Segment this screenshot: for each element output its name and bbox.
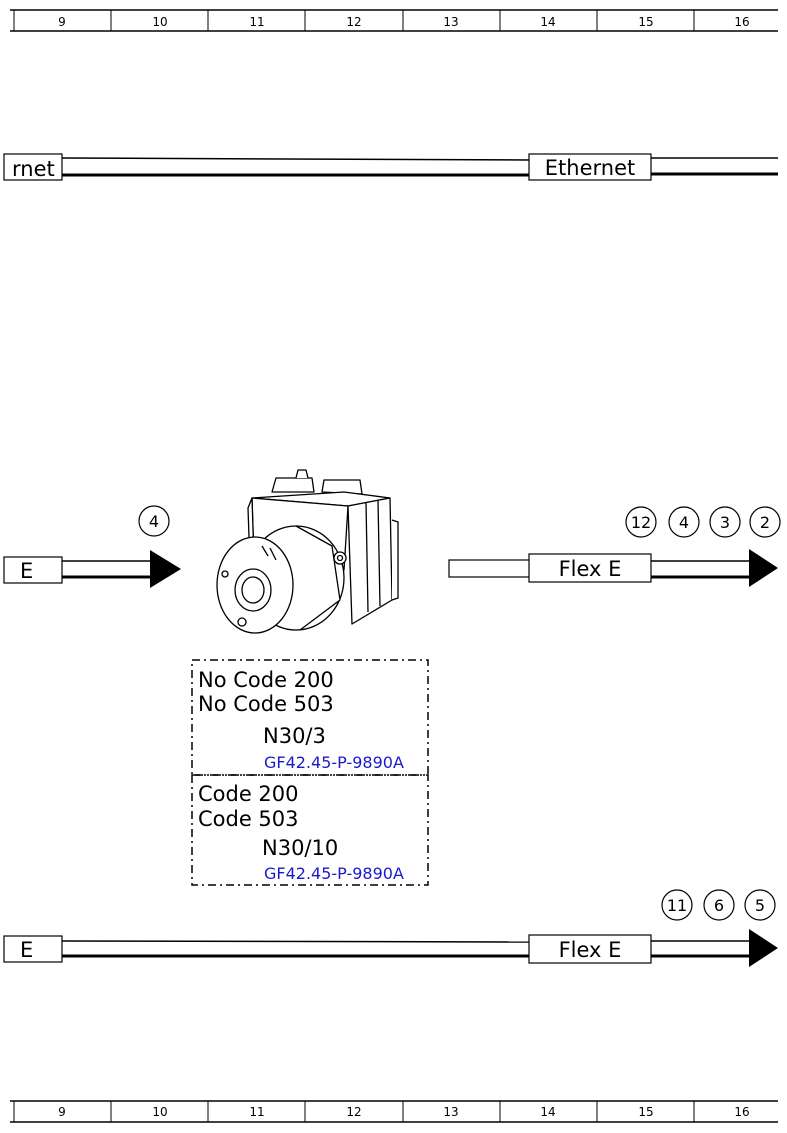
callout-mid-left-4: 4 [149,512,159,531]
bottom-grid-ruler: 9 10 11 12 13 14 15 16 [10,1100,778,1123]
variant-box-1: No Code 200 No Code 503 N30/3 GF42.45-P-… [191,659,429,776]
callout-mid-right-12: 12 [631,513,651,532]
callout-circle [744,889,776,921]
grid-col-16-bottom: 16 [734,1105,749,1119]
arrow-head-icon [749,929,778,967]
box2-line2: Code 503 [198,807,299,831]
grid-col-14: 14 [540,15,555,29]
callout-circle [703,889,735,921]
grid-col-12: 12 [346,15,361,29]
callout-circle [749,506,781,538]
grid-col-10: 10 [152,15,167,29]
callout-bottom-11: 11 [667,896,687,915]
ethernet-label-box-right [528,153,652,181]
grid-col-14-bottom: 14 [540,1105,555,1119]
ethernet-label-box-left [3,153,63,181]
flex-e-label-box-mid-right [528,553,652,583]
grid-col-16: 16 [734,15,749,29]
ethernet-bus: rnet Ethernet [3,153,778,181]
callout-mid-right-2: 2 [760,513,770,532]
flex-e-label-mid-right: Flex E [559,557,622,581]
callout-bottom-5: 5 [755,896,765,915]
ethernet-label-right: Ethernet [545,156,635,180]
flex-e-label-box-bottom-left [3,935,63,963]
flex-e-label-bottom-left: E [20,938,33,962]
callout-circle [625,506,657,538]
flex-e-mid-right: Flex E 12 4 3 2 [448,506,781,587]
flex-e-label-box-mid-left [3,556,63,584]
flex-e-label-box-bottom-right [528,934,652,964]
box1-designation: N30/3 [263,724,326,748]
callout-circle [661,889,693,921]
variant-box-2: Code 200 Code 503 N30/10 GF42.45-P-9890A [191,774,429,886]
flex-e-label-mid-left: E [20,559,33,583]
callout-circle [138,505,170,537]
grid-col-15-bottom: 15 [638,1105,653,1119]
flex-e-mid-left: E 4 [3,505,181,588]
grid-col-13: 13 [443,15,458,29]
abs-control-unit-icon [216,469,399,634]
callout-bottom-6: 6 [714,896,724,915]
box2-designation: N30/10 [262,836,338,860]
arrow-head-icon [749,549,778,587]
grid-col-13-bottom: 13 [443,1105,458,1119]
box2-ref-link[interactable]: GF42.45-P-9890A [264,864,404,883]
box1-line1: No Code 200 [198,668,334,692]
grid-col-9: 9 [58,15,66,29]
grid-col-11-bottom: 11 [249,1105,264,1119]
callout-mid-right-3: 3 [720,513,730,532]
box2-line1: Code 200 [198,782,299,806]
arrow-head-icon [150,550,181,588]
flex-e-bottom: E Flex E 11 6 5 [3,889,778,967]
box1-ref-link[interactable]: GF42.45-P-9890A [264,753,404,772]
top-grid-ruler: 9 10 11 12 13 14 15 16 [10,9,778,32]
flex-e-label-bottom-right: Flex E [559,938,622,962]
grid-col-11: 11 [249,15,264,29]
callout-mid-right-4: 4 [679,513,689,532]
ethernet-label-left: rnet [12,157,55,181]
grid-col-12-bottom: 12 [346,1105,361,1119]
box1-line2: No Code 503 [198,692,334,716]
grid-col-15: 15 [638,15,653,29]
grid-col-9-bottom: 9 [58,1105,66,1119]
callout-circle [709,506,741,538]
callout-circle [668,506,700,538]
grid-col-10-bottom: 10 [152,1105,167,1119]
